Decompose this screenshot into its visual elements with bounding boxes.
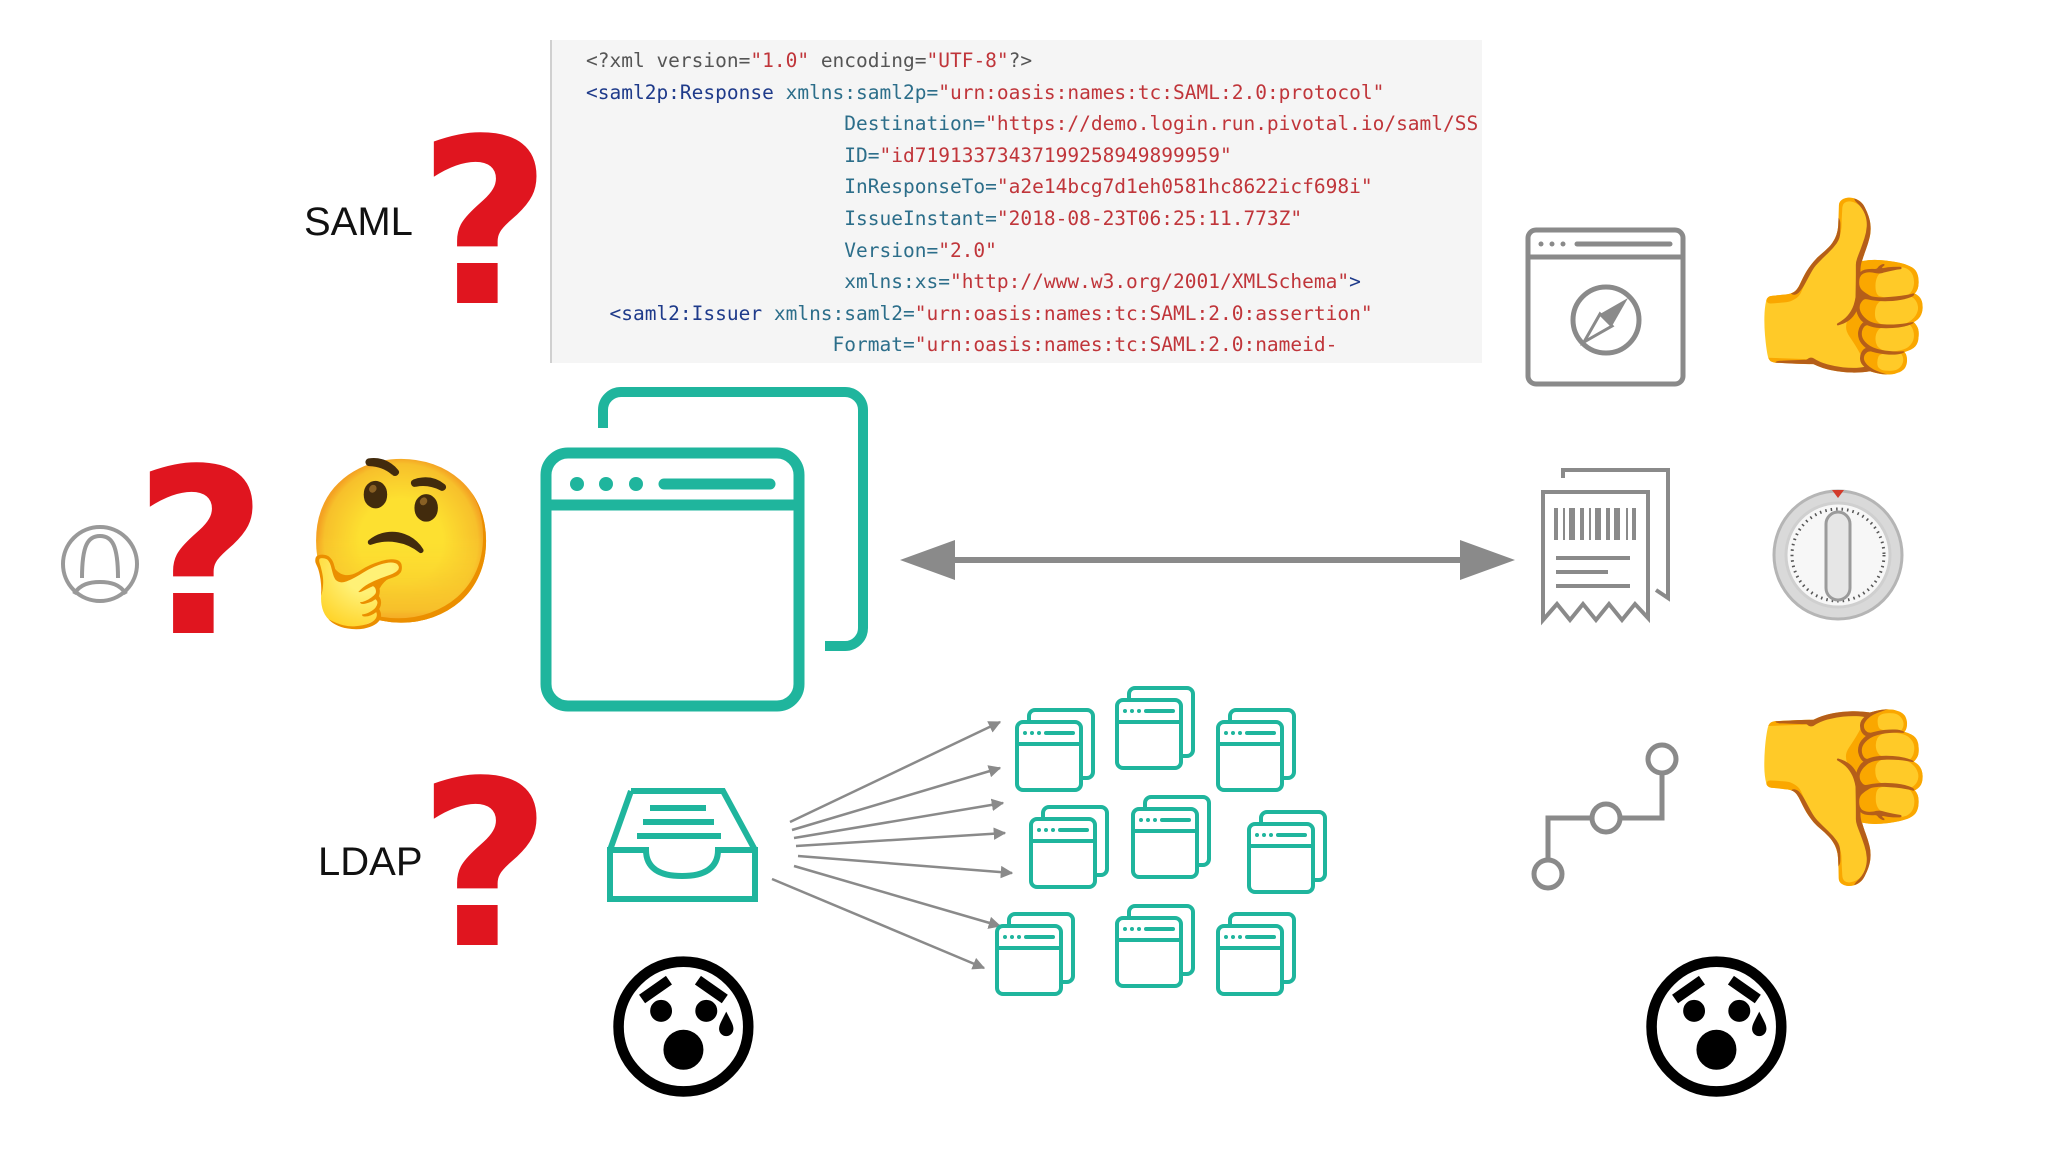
- code-token: "2018-08-23T06:25:11.773Z": [996, 206, 1303, 230]
- code-line: Version="2.0": [586, 239, 997, 262]
- code-line: ID="id71913373437199258949899959": [586, 143, 1232, 167]
- code-line: InResponseTo="a2e14bcg7d1eh0581hc8622icf…: [586, 175, 1373, 199]
- user-icon: [61, 525, 139, 603]
- code-token: "id71913373437199258949899959": [879, 143, 1232, 167]
- code-line: <saml2p:Response xmlns:saml2p="urn:oasis…: [586, 81, 1384, 104]
- mini-browser-icon: [1216, 708, 1296, 792]
- code-token: "https://demo.login.run.pivotal.io/saml/…: [985, 112, 1479, 136]
- code-token: xmlns:saml2=: [762, 301, 915, 325]
- browser-windows-icon: [540, 387, 868, 712]
- code-line: <?xml version="1.0" encoding="UTF-8"?>: [586, 49, 1032, 72]
- code-token: <saml2:Issuer: [609, 301, 763, 325]
- code-line: IssueInstant="2018-08-23T06:25:11.773Z": [586, 207, 1302, 230]
- route-icon: [1531, 742, 1679, 891]
- code-token: ?>: [1008, 49, 1033, 72]
- double-arrow-icon: [900, 540, 1515, 580]
- code-token: InResponseTo=: [844, 175, 997, 199]
- ldap-question-mark: ?: [418, 733, 552, 1000]
- code-token: Destination=: [844, 112, 986, 136]
- receipts-icon: [1541, 468, 1670, 626]
- code-token: "1.0": [750, 49, 810, 72]
- mini-browser-icon: [1015, 708, 1095, 792]
- mini-browser-icon: [995, 912, 1075, 996]
- saml-xml-code: <?xml version="1.0" encoding="UTF-8"?> <…: [552, 40, 1482, 361]
- server-windows-grid: [995, 686, 1327, 996]
- code-token: <?xml version=: [586, 49, 751, 72]
- code-line: Format="urn:oasis:names:tc:SAML:2.0:name…: [586, 333, 1338, 357]
- code-token: xmlns:xs=: [844, 270, 950, 294]
- code-token: "urn:oasis:names:tc:SAML:2.0:protocol": [938, 80, 1385, 104]
- thumbs-up-emoji: 👍: [1735, 186, 1947, 384]
- ldap-label: LDAP: [318, 840, 423, 884]
- code-line: Destination="https://demo.login.run.pivo…: [586, 112, 1478, 135]
- thinking-face-emoji: 🤔: [302, 448, 502, 635]
- saml-xml-code-panel: <?xml version="1.0" encoding="UTF-8"?> <…: [550, 40, 1482, 363]
- code-token: "http://www.w3.org/2001/XMLSchema": [949, 270, 1350, 294]
- code-token: xmlns:saml2p=: [773, 80, 939, 104]
- code-token: IssueInstant=: [844, 206, 997, 230]
- browser-compass-icon: [1525, 227, 1686, 387]
- code-token: >: [1349, 270, 1361, 294]
- inbox-tray-icon: [607, 788, 758, 902]
- code-line: <saml2:Issuer xmlns:saml2="urn:oasis:nam…: [586, 301, 1373, 325]
- anxious-face-emoji-left: 😰: [600, 936, 767, 1123]
- anxious-face-emoji-right: 😰: [1633, 936, 1800, 1123]
- code-token: "2.0": [938, 238, 997, 262]
- code-line: xmlns:xs="http://www.w3.org/2001/XMLSche…: [586, 270, 1361, 293]
- saml-label: SAML: [304, 200, 413, 244]
- user-question-mark: ?: [134, 421, 268, 688]
- code-token: ID=: [844, 143, 880, 167]
- code-token: "urn:oasis:names:tc:SAML:2.0:nameid-: [914, 333, 1338, 357]
- code-token: Format=: [832, 333, 915, 357]
- saml-question-mark: ?: [418, 91, 552, 358]
- mini-browser-icon: [1131, 795, 1211, 879]
- code-token: "urn:oasis:names:tc:SAML:2.0:assertion": [914, 301, 1373, 325]
- thumbs-down-emoji: 👎: [1735, 698, 1947, 896]
- code-token: Version=: [844, 238, 939, 262]
- mini-browser-icon: [1115, 686, 1195, 770]
- code-token: <saml2p:Response: [586, 80, 774, 104]
- mini-browser-icon: [1029, 805, 1109, 889]
- fan-out-arrows-icon: [771, 720, 1014, 970]
- code-token: encoding=: [809, 49, 927, 72]
- mini-browser-icon: [1247, 810, 1327, 894]
- code-token: "a2e14bcg7d1eh0581hc8622icf698i": [996, 175, 1373, 199]
- code-token: "UTF-8": [926, 49, 1009, 72]
- mini-browser-icon: [1115, 904, 1195, 988]
- mini-browser-icon: [1216, 912, 1296, 996]
- timer-icon: [1772, 489, 1904, 621]
